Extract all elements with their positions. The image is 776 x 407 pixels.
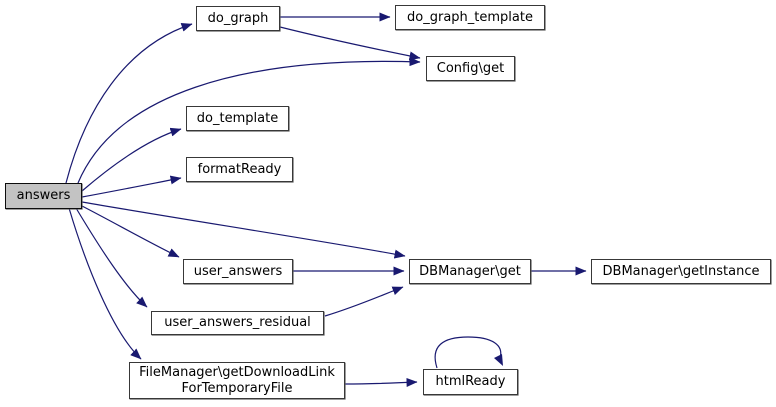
node-answers[interactable]: answers (5, 183, 82, 209)
edge-answers-to-user_answers_residual (75, 207, 148, 308)
edge-file_manager-to-html_ready (344, 377, 418, 387)
node-file_manager_get_download_link[interactable]: FileManager\getDownloadLink ForTemporary… (129, 362, 345, 399)
node-do_template-label: do_template (196, 110, 279, 126)
node-format_ready[interactable]: formatReady (186, 157, 293, 182)
node-do_graph[interactable]: do_graph (196, 6, 280, 31)
node-file_manager-label-line2: ForTemporaryFile (181, 380, 293, 396)
edge-do_graph-to-config_get (279, 26, 421, 61)
node-html_ready-label: htmlReady (435, 374, 506, 389)
node-dbmanager_get-label: DBManager\get (419, 263, 521, 279)
node-dbmanager_get[interactable]: DBManager\get (409, 259, 531, 284)
edge-html_ready-self-loop-arrowhead (494, 354, 503, 366)
node-config_get[interactable]: Config\get (426, 56, 515, 81)
node-config_get-label: Config\get (436, 60, 505, 76)
node-html_ready[interactable]: htmlReady (423, 369, 518, 395)
node-do_graph-label: do_graph (207, 10, 269, 26)
edge-answers-to-file_manager (68, 207, 142, 360)
edge-answers-to-format_ready (81, 175, 182, 198)
node-dbmanager_get_instance[interactable]: DBManager\getInstance (591, 259, 771, 284)
edge-answers-to-dbmanager_get (81, 201, 406, 259)
node-answers-label: answers (16, 188, 71, 203)
edge-answers-to-do_graph (65, 23, 193, 184)
node-user_answers-label: user_answers (193, 263, 283, 279)
edge-answers-to-user_answers (81, 205, 180, 258)
node-dbmanager_get_instance-label: DBManager\getInstance (602, 263, 760, 279)
edge-answers-to-do_template (81, 127, 182, 192)
node-format_ready-label: formatReady (197, 161, 282, 177)
edge-user_answers_residual-to-dbmanager_get (324, 286, 404, 317)
edge-html_ready-self-loop (434, 336, 502, 369)
node-do_template[interactable]: do_template (186, 106, 289, 131)
edge-answers-to-config_get (77, 57, 421, 184)
node-user_answers_residual-label: user_answers_residual (164, 315, 311, 330)
node-do_graph_template[interactable]: do_graph_template (395, 5, 545, 30)
node-user_answers[interactable]: user_answers (183, 259, 293, 284)
node-file_manager-label-line1: FileManager\getDownloadLink (139, 364, 335, 380)
node-user_answers_residual[interactable]: user_answers_residual (151, 311, 324, 335)
node-do_graph_template-label: do_graph_template (407, 9, 533, 25)
